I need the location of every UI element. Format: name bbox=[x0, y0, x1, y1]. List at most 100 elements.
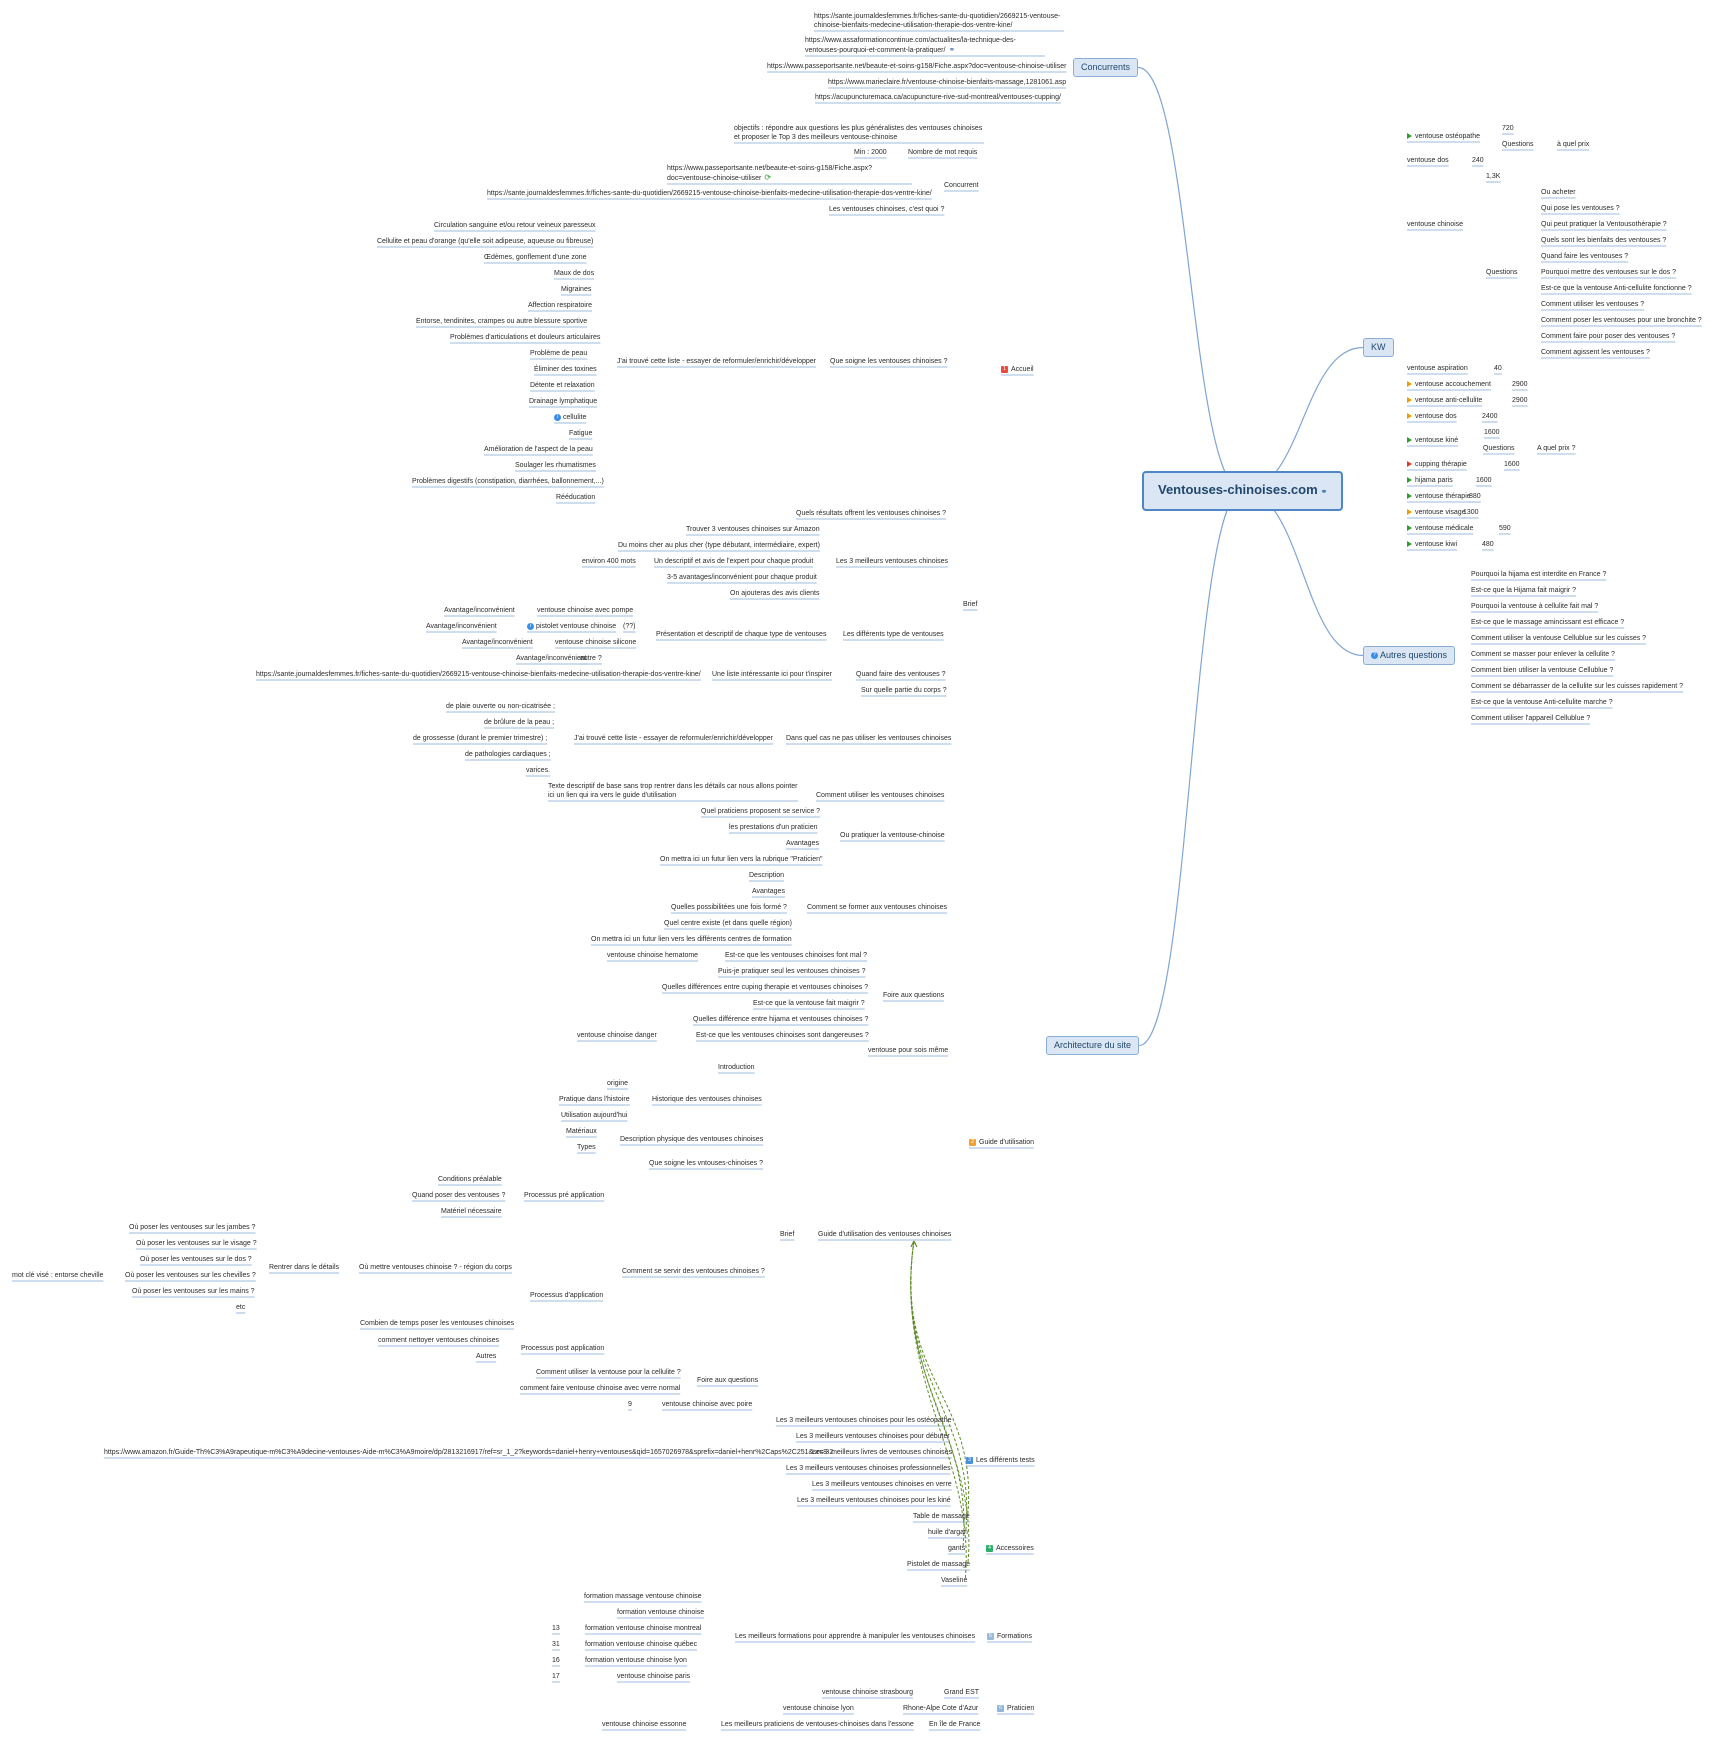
contre-indication[interactable]: de grossesse (durant le premier trimestr… bbox=[413, 735, 548, 742]
top3-item[interactable]: Trouver 3 ventouses chinoises sur Amazon bbox=[686, 526, 820, 533]
section-que-soigne[interactable]: Que soigne les ventouses chinoises ? bbox=[830, 358, 948, 365]
former-item[interactable]: Avantages bbox=[752, 888, 785, 895]
guide-brief-node[interactable]: Brief bbox=[780, 1231, 795, 1238]
type-item[interactable]: autre ? bbox=[580, 655, 602, 662]
quand-link[interactable]: https://sante.journaldesfemmes.fr/fiches… bbox=[256, 671, 701, 678]
other-question[interactable]: Pourquoi la hijama est interdite en Fran… bbox=[1471, 571, 1607, 578]
soin-item[interactable]: Fatigue bbox=[569, 430, 593, 437]
presentation-node[interactable]: Présentation et descriptif de chaque typ… bbox=[656, 631, 827, 638]
region-node[interactable]: En île de France bbox=[929, 1721, 981, 1728]
ou-item[interactable]: Où poser les ventouses sur les chevilles… bbox=[125, 1272, 256, 1279]
test-item[interactable]: Les 3 meilleurs ventouses chinoises prof… bbox=[786, 1465, 951, 1472]
post-item[interactable]: Autres bbox=[476, 1353, 497, 1360]
region-kw[interactable]: ventouse chinoise strasbourg bbox=[822, 1689, 914, 1696]
section-ou-pratiquer[interactable]: Ou pratiquer la ventouse-chinoise bbox=[840, 832, 945, 839]
former-item[interactable]: Quel centre existe (et dans quelle régio… bbox=[664, 920, 793, 927]
accessoire-item[interactable]: Table de massage bbox=[913, 1513, 970, 1520]
section-quand[interactable]: Quand faire des ventouses ? bbox=[856, 671, 946, 678]
guide-title-node[interactable]: Guide d'utilisation des ventouses chinoi… bbox=[818, 1231, 952, 1238]
kw-question[interactable]: Qui peut pratiquer la Ventousothérapie ? bbox=[1541, 221, 1667, 228]
desc-item[interactable]: Types bbox=[577, 1144, 596, 1151]
concurrent-node[interactable]: Concurrent bbox=[944, 182, 979, 189]
soin-item[interactable]: Problèmes d'articulations et douleurs ar… bbox=[450, 334, 601, 341]
other-question[interactable]: Pourquoi la ventouse à cellulite fait ma… bbox=[1471, 603, 1599, 610]
hist-item[interactable]: Pratique dans l'histoire bbox=[559, 1096, 630, 1103]
soin-item[interactable]: Migraines bbox=[561, 286, 592, 293]
test-item[interactable]: Les 3 meilleurs ventouses chinoises pour… bbox=[776, 1417, 952, 1424]
faq-item[interactable]: Quelles différence entre hijama et vento… bbox=[693, 1016, 869, 1023]
soin-item[interactable]: Problème de peau bbox=[530, 350, 588, 357]
guide-historique[interactable]: Historique des ventouses chinoises bbox=[652, 1096, 762, 1103]
kw-item[interactable]: hijama paris bbox=[1407, 476, 1453, 485]
ou-item[interactable]: Où poser les ventouses sur les mains ? bbox=[132, 1288, 255, 1295]
soin-item[interactable]: Œdèmes, gonflement d'une zone bbox=[484, 254, 587, 261]
test-item[interactable]: Les 3 meilleurs livres de ventouses chin… bbox=[812, 1449, 953, 1456]
region-node[interactable]: Rhone-Alpe Cote d'Azur bbox=[903, 1705, 979, 1712]
kw-question[interactable]: Comment utiliser les ventouses ? bbox=[1541, 301, 1645, 308]
kw-item[interactable]: ventouse dos bbox=[1407, 412, 1457, 421]
guide-description[interactable]: Description physique des ventouses chino… bbox=[620, 1136, 764, 1143]
kw-osteopathe[interactable]: ventouse ostéopathe bbox=[1407, 132, 1480, 141]
formation-item[interactable]: formation ventouse chinoise montreal bbox=[585, 1625, 702, 1632]
ou-mettre[interactable]: Où mettre ventouses chinoise ? - région … bbox=[359, 1264, 512, 1271]
guide-que-soigne[interactable]: Que soigne les vntouses-chinoises ? bbox=[649, 1160, 764, 1167]
formation-item[interactable]: formation ventouse chinoise bbox=[617, 1609, 705, 1616]
accessoire-item[interactable]: gants bbox=[948, 1545, 966, 1552]
hist-item[interactable]: Utilisation aujourd'hui bbox=[561, 1112, 628, 1119]
contre-indication[interactable]: de brûlure de la peau ; bbox=[484, 719, 555, 726]
kw-item[interactable]: ventouse anti-cellulite bbox=[1407, 396, 1482, 405]
former-item[interactable]: On mettra ici un futur lien vers les dif… bbox=[591, 936, 792, 943]
section-former[interactable]: Comment se former aux ventouses chinoise… bbox=[807, 904, 948, 911]
section-types[interactable]: Les différents type de ventouses bbox=[843, 631, 944, 638]
kw-item[interactable]: ventouse aspiration bbox=[1407, 365, 1468, 372]
kw-question[interactable]: A quel prix ? bbox=[1537, 445, 1576, 452]
kw-question[interactable]: Quand faire les ventouses ? bbox=[1541, 253, 1629, 260]
section-partie[interactable]: Sur quelle partie du corps ? bbox=[861, 687, 947, 694]
test-item[interactable]: Les 3 meilleurs ventouses chinoises en v… bbox=[812, 1481, 952, 1488]
type-item[interactable]: ventouse chinoise avec pompe bbox=[537, 607, 634, 614]
soin-item[interactable]: Problèmes digestifs (constipation, diarr… bbox=[412, 478, 604, 485]
section-faq[interactable]: Foire aux questions bbox=[883, 992, 945, 999]
contre-indication[interactable]: varices. bbox=[526, 767, 551, 774]
soin-item[interactable]: Entorse, tendinites, crampes ou autre bl… bbox=[416, 318, 588, 325]
kw-item[interactable]: ventouse accouchement bbox=[1407, 380, 1491, 389]
kw-question[interactable]: Qui pose les ventouses ? bbox=[1541, 205, 1620, 212]
kw-item[interactable]: ventouse kiwi bbox=[1407, 540, 1457, 549]
kw-item[interactable]: ventouse kiné bbox=[1407, 436, 1458, 445]
former-item[interactable]: Description bbox=[749, 872, 785, 879]
other-question[interactable]: Comment bien utiliser la ventouse Cellub… bbox=[1471, 667, 1614, 674]
type-item[interactable]: ventouse chinoise silicone bbox=[555, 639, 637, 646]
kw-question[interactable]: Comment faire pour poser des ventouses ? bbox=[1541, 333, 1676, 340]
concurrent-link[interactable]: https://sante.journaldesfemmes.fr/fiches… bbox=[814, 13, 1061, 29]
ou-item[interactable]: Où poser les ventouses sur les jambes ? bbox=[129, 1224, 256, 1231]
kw-questions[interactable]: Questions bbox=[1502, 141, 1534, 148]
other-question[interactable]: Comment utiliser l'appareil Cellublue ? bbox=[1471, 715, 1591, 722]
other-question[interactable]: Est-ce que la Hijama fait maigrir ? bbox=[1471, 587, 1577, 594]
concurrent-link[interactable]: https://www.passeportsante.net/beaute-et… bbox=[667, 165, 873, 182]
kw-question[interactable]: Ou acheter bbox=[1541, 189, 1576, 196]
section-comment-utiliser[interactable]: Comment utiliser les ventouses chinoises bbox=[816, 792, 945, 799]
kw-question[interactable]: Quels sont les bienfaits des ventouses ? bbox=[1541, 237, 1667, 244]
concurrent-link[interactable]: https://www.passeportsante.net/beaute-et… bbox=[767, 63, 1067, 70]
kw-item[interactable]: ventouse thérapie bbox=[1407, 492, 1471, 501]
combien-temps[interactable]: Combien de temps poser les ventouses chi… bbox=[360, 1320, 515, 1327]
kw-chinoise[interactable]: ventouse chinoise bbox=[1407, 221, 1464, 228]
guide-faq-item[interactable]: comment faire ventouse chinoise avec ver… bbox=[520, 1385, 681, 1392]
faq-item[interactable]: Est-ce que les ventouses chinoises sont … bbox=[696, 1032, 869, 1039]
region-kw[interactable]: ventouse chinoise lyon bbox=[783, 1705, 854, 1712]
topic-concurrents[interactable]: Concurrents bbox=[1073, 58, 1139, 77]
post-item[interactable]: comment nettoyer ventouses chinoises bbox=[378, 1337, 500, 1344]
top3-item[interactable]: Du moins cher au plus cher (type débutan… bbox=[618, 542, 820, 549]
pre-item[interactable]: Quand poser des ventouses ? bbox=[412, 1192, 506, 1199]
kw-questions[interactable]: Questions bbox=[1486, 269, 1518, 276]
accessoire-item[interactable]: huile d'argan bbox=[928, 1529, 968, 1536]
kw-item[interactable]: cupping thérapie bbox=[1407, 460, 1467, 469]
soin-item[interactable]: Soulager les rhumatismes bbox=[515, 462, 596, 469]
